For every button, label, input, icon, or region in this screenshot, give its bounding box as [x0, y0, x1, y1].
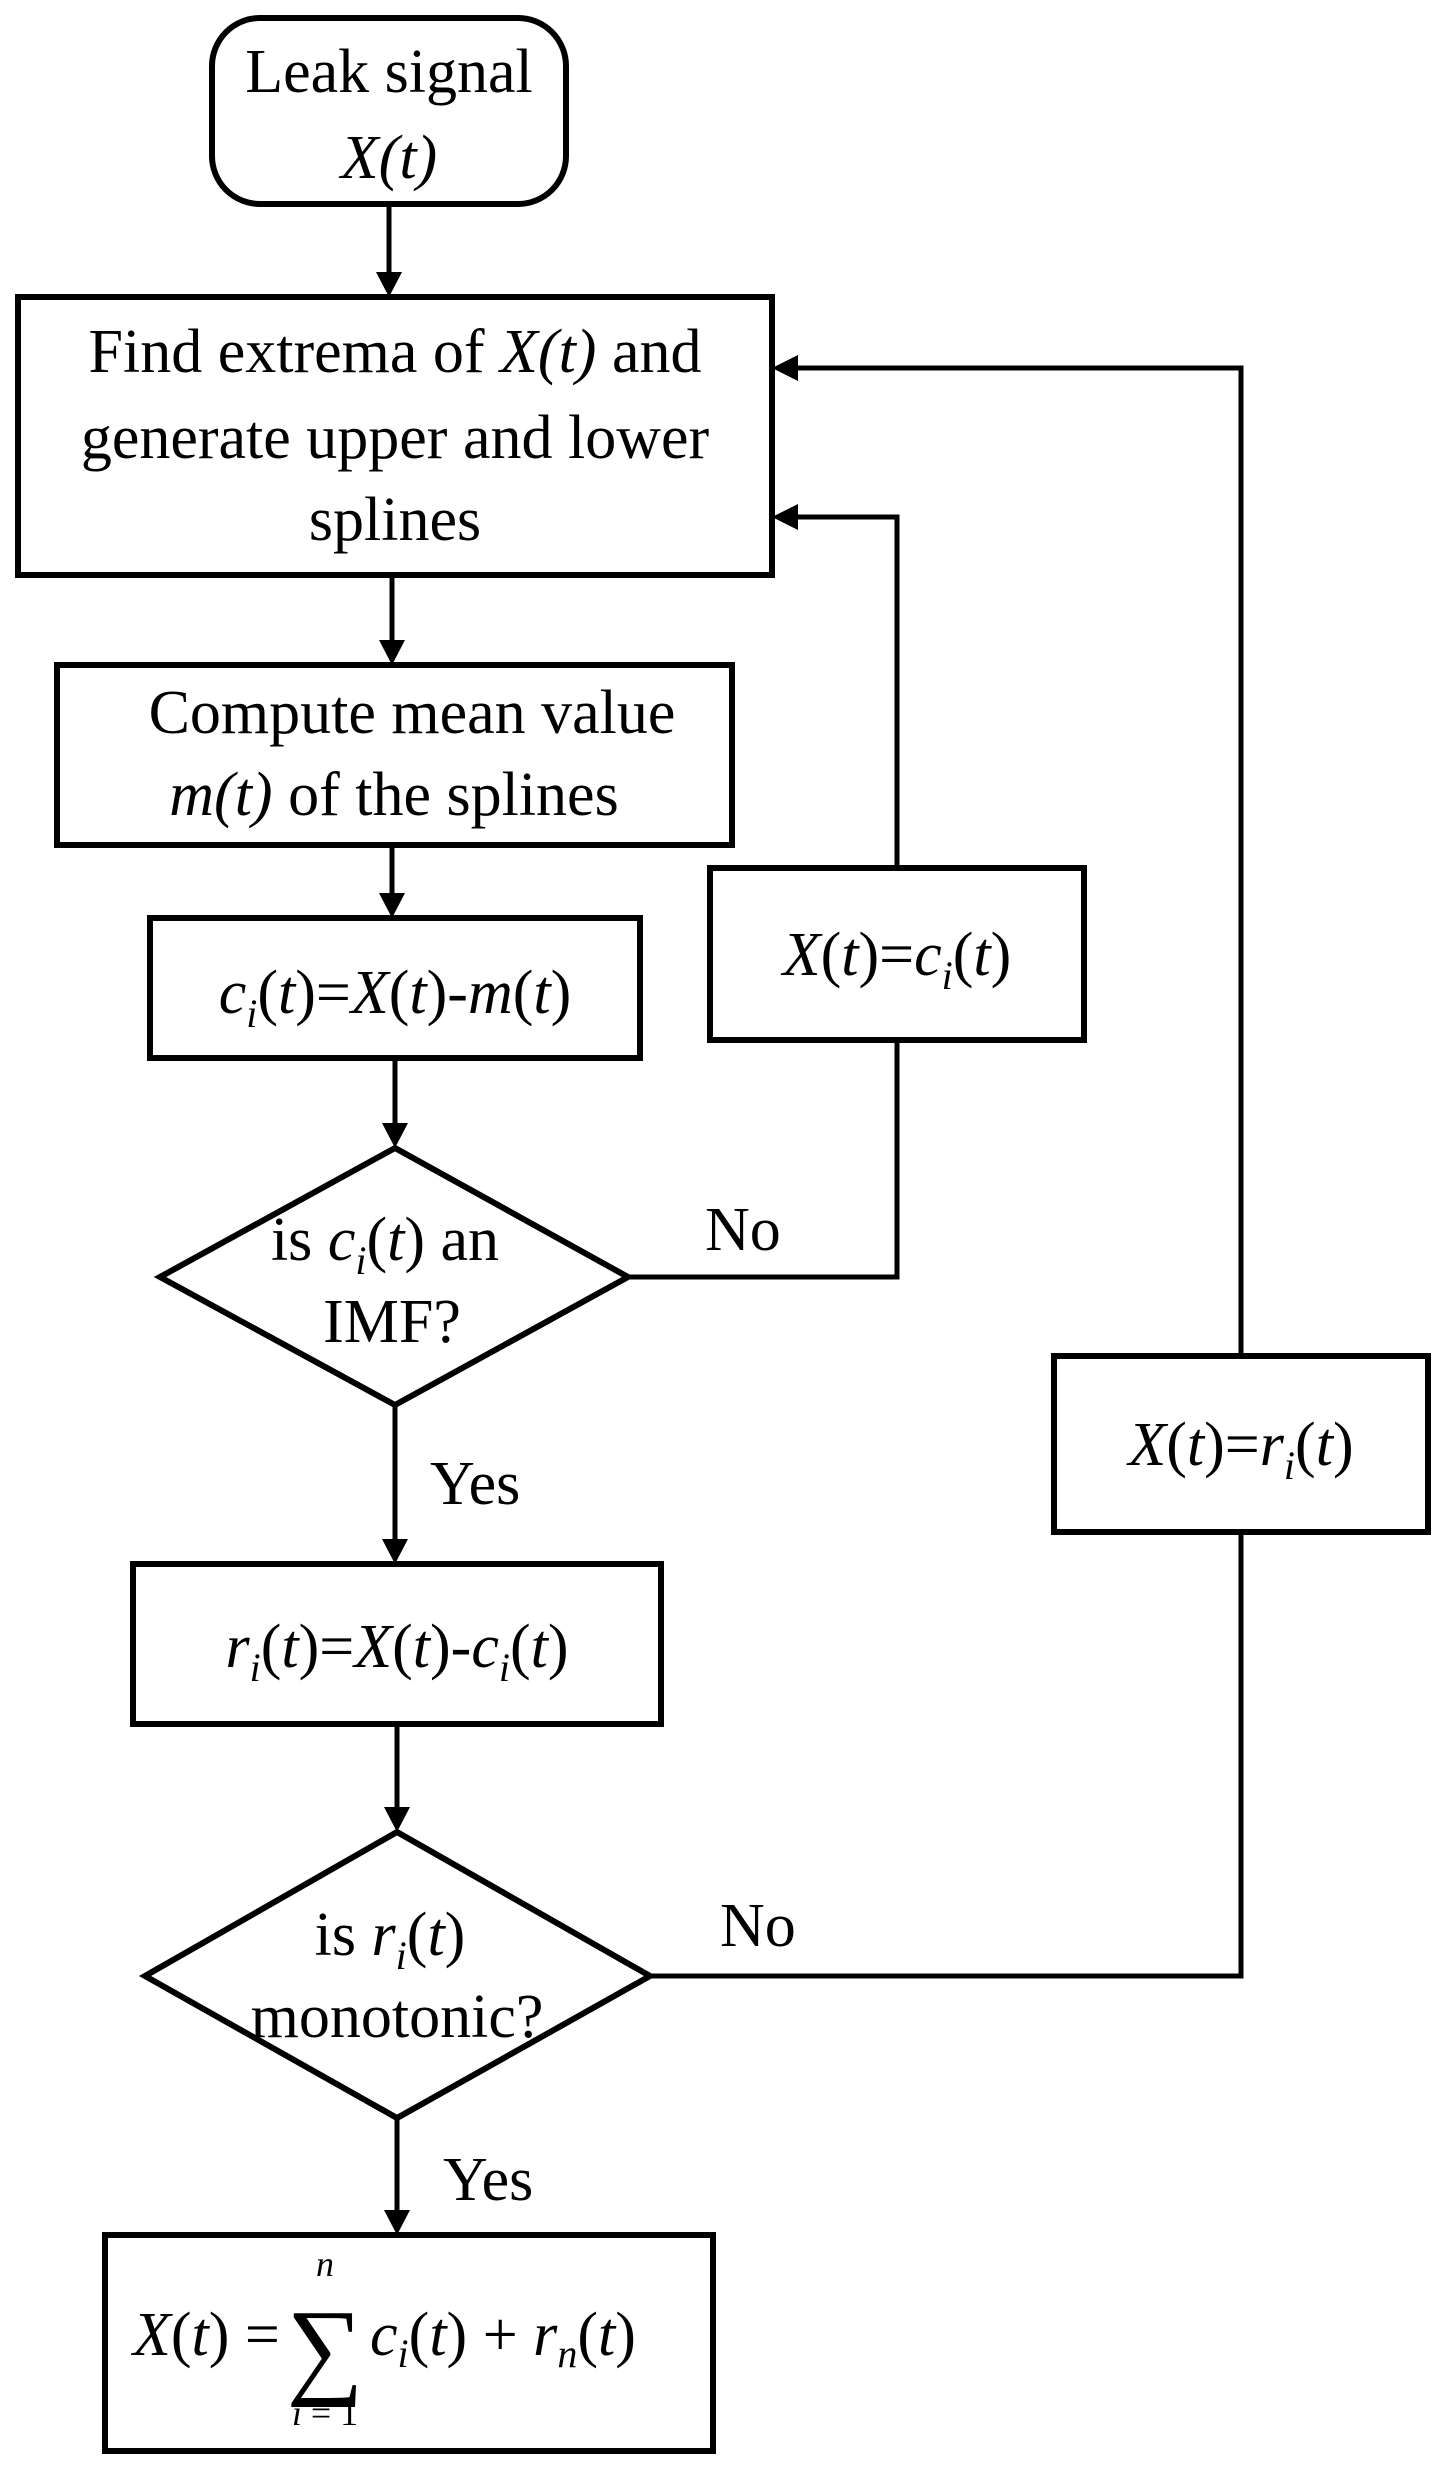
sum-lower-limit: i = 1 [292, 2393, 358, 2433]
sum-upper-limit: n [316, 2244, 334, 2284]
edge-label-yes-imf: Yes [430, 1450, 520, 1518]
final-sum-box: X(t) = ∑ n i = 1 ci(t) + rn(t) [102, 2232, 716, 2454]
final-sum-lhs: X(t) = [130, 2301, 280, 2369]
edge-monotonic-yes [384, 2118, 410, 2235]
find-extrema-line2: generate upper and lower [81, 404, 710, 472]
ri-equals-box: ri(t)=X(t)-ci(t) [130, 1561, 664, 1727]
ci-equals-box: ci(t)=X(t)-m(t) [147, 915, 643, 1061]
ci-equals-formula: ci(t)=X(t)-m(t) [219, 959, 572, 1036]
edge-ri-to-monotonic [384, 1724, 410, 1832]
decision-monotonic-line2: monotonic? [251, 1983, 544, 2051]
decision-imf-line1: is ci(t) an [271, 1206, 499, 1283]
decision-monotonic-line1: is ri(t) [315, 1901, 466, 1978]
edge-find-to-mean [379, 575, 405, 665]
edge-label-yes-monotonic: Yes [443, 2146, 533, 2214]
x-equals-ci-box: X(t)=ci(t) [707, 865, 1087, 1043]
find-extrema-line1: Find extrema of X(t) and [89, 318, 702, 386]
edge-start-to-find [376, 204, 402, 297]
edge-label-no-monotonic: No [720, 1892, 796, 1960]
x-equals-ci-formula: X(t)=ci(t) [780, 921, 1012, 998]
decision-monotonic: is ri(t) monotonic? [138, 1828, 657, 2122]
find-extrema-box: Find extrema of X(t) and generate upper … [15, 294, 775, 578]
sum-symbol: ∑ [287, 2289, 364, 2408]
start-node: Leak signal X(t) [209, 15, 569, 207]
edge-ci-to-imf [382, 1058, 408, 1148]
start-label-line1: Leak signal [245, 38, 533, 106]
compute-mean-box: Compute mean value m(t) of the splines [54, 662, 735, 848]
edge-imf-no-loop [628, 504, 900, 1280]
edge-monotonic-no-loop [650, 355, 1244, 1979]
edge-imf-yes [382, 1405, 408, 1564]
decision-imf: is ci(t) an IMF? [153, 1144, 635, 1409]
x-equals-ri-box: X(t)=ri(t) [1051, 1353, 1431, 1535]
final-sum-rhs: ci(t) + rn(t) [370, 2301, 636, 2376]
edge-label-no-imf: No [705, 1196, 781, 1264]
start-label-line2: X(t) [338, 124, 437, 192]
compute-mean-line1: Compute mean value [149, 679, 676, 747]
compute-mean-line2: m(t) of the splines [169, 761, 618, 829]
ri-equals-formula: ri(t)=X(t)-ci(t) [225, 1613, 568, 1690]
x-equals-ri-formula: X(t)=ri(t) [1125, 1411, 1353, 1488]
decision-imf-line2: IMF? [323, 1288, 461, 1356]
find-extrema-line3: splines [309, 486, 481, 554]
edge-mean-to-ci [379, 845, 405, 918]
